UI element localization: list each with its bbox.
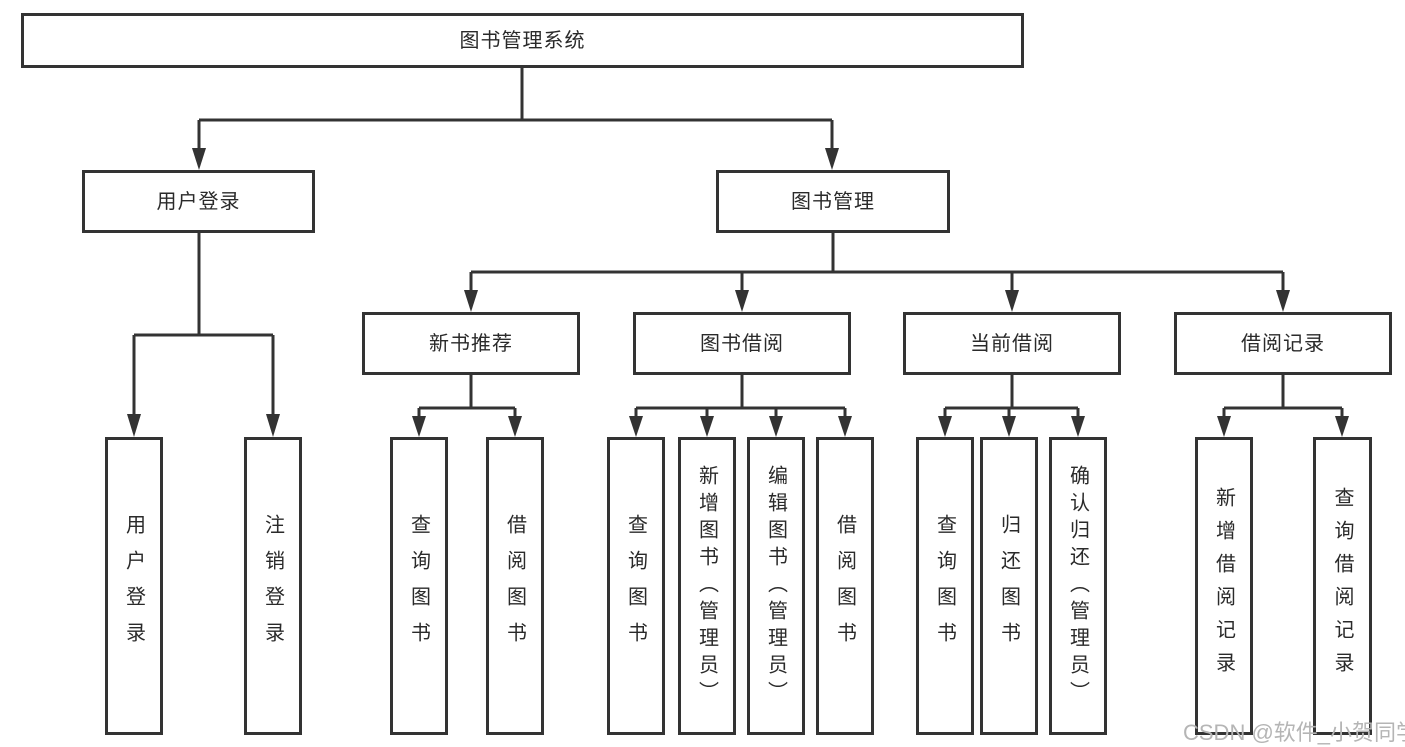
leaf-query-book-borrow-label: 查询图书 [624, 514, 647, 658]
connector-borrow-records-to-leaves [1217, 375, 1349, 437]
leaf-borrow-book: 借阅图书 [816, 437, 874, 735]
leaf-query-book-borrow: 查询图书 [607, 437, 665, 735]
leaf-query-book-rec-label: 查询图书 [407, 514, 430, 658]
connector-root-to-level2 [192, 68, 839, 170]
leaf-query-book-rec: 查询图书 [390, 437, 448, 735]
node-book-borrow-label: 图书借阅 [700, 332, 784, 355]
connector-current-borrow-to-leaves [938, 375, 1085, 437]
leaf-add-borrow-record: 新增借阅记录 [1195, 437, 1253, 735]
leaf-user-login: 用户登录 [105, 437, 163, 735]
leaf-borrow-book-label: 借阅图书 [833, 514, 856, 658]
leaf-confirm-return-admin: 确认归还（管理员） [1049, 437, 1107, 735]
node-new-book-rec: 新书推荐 [362, 312, 580, 375]
connector-book-borrow-to-leaves [629, 375, 852, 437]
leaf-logout-label: 注销登录 [261, 514, 284, 658]
leaf-query-book-current-label: 查询图书 [933, 514, 956, 658]
connector-user-login-to-leaves [127, 233, 280, 437]
leaf-edit-book-admin: 编辑图书（管理员） [747, 437, 805, 735]
node-borrow-records: 借阅记录 [1174, 312, 1392, 375]
node-current-borrow-label: 当前借阅 [970, 332, 1054, 355]
connector-book-mgmt-to-level3 [464, 233, 1290, 312]
node-user-login-label: 用户登录 [156, 190, 241, 213]
leaf-edit-book-admin-label: 编辑图书（管理员） [764, 464, 787, 708]
node-book-mgmt-label: 图书管理 [791, 190, 875, 213]
leaf-logout: 注销登录 [244, 437, 302, 735]
leaf-query-borrow-record-label: 查询借阅记录 [1331, 487, 1353, 685]
leaf-add-borrow-record-label: 新增借阅记录 [1212, 487, 1235, 685]
leaf-borrow-book-rec: 借阅图书 [486, 437, 544, 735]
leaf-query-book-current: 查询图书 [916, 437, 974, 735]
leaf-return-book-label: 归还图书 [997, 514, 1020, 658]
leaf-query-borrow-record: 查询借阅记录 [1313, 437, 1372, 735]
leaf-confirm-return-admin-label: 确认归还（管理员） [1066, 464, 1089, 708]
leaf-return-book: 归还图书 [980, 437, 1038, 735]
leaf-user-login-label: 用户登录 [122, 514, 145, 658]
node-new-book-rec-label: 新书推荐 [429, 332, 513, 355]
node-user-login: 用户登录 [82, 170, 315, 233]
connector-new-book-rec-to-leaves [412, 375, 522, 437]
node-borrow-records-label: 借阅记录 [1241, 332, 1325, 355]
node-book-borrow: 图书借阅 [633, 312, 851, 375]
node-current-borrow: 当前借阅 [903, 312, 1121, 375]
node-book-mgmt: 图书管理 [716, 170, 950, 233]
csdn-watermark: CSDN @软件_小贺同学 [1183, 720, 1405, 745]
leaf-add-book-admin: 新增图书（管理员） [678, 437, 736, 735]
node-root: 图书管理系统 [21, 13, 1024, 68]
node-root-label: 图书管理系统 [459, 29, 586, 52]
leaf-add-book-admin-label: 新增图书（管理员） [695, 464, 718, 708]
leaf-borrow-book-rec-label: 借阅图书 [503, 514, 526, 658]
